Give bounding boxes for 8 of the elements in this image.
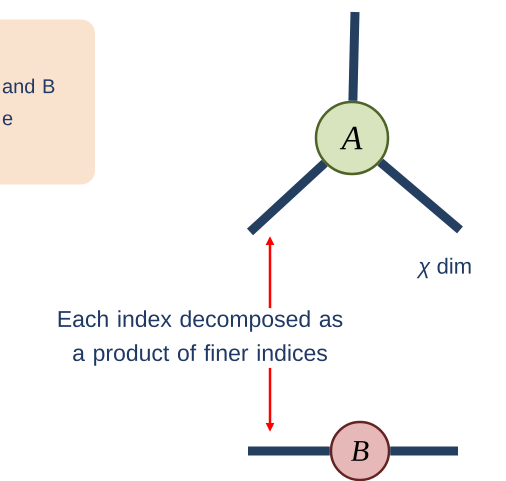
tensor-leg <box>348 12 360 101</box>
caption-text: Each index decomposed as a product of finer indices <box>58 310 342 366</box>
tensor-leg <box>246 160 328 236</box>
tensor-leg <box>248 446 330 456</box>
dimension-label: χ dim <box>416 258 471 278</box>
tensor-leg <box>377 158 463 234</box>
tensor-leg <box>390 446 458 456</box>
note-box: and B e <box>0 20 95 184</box>
